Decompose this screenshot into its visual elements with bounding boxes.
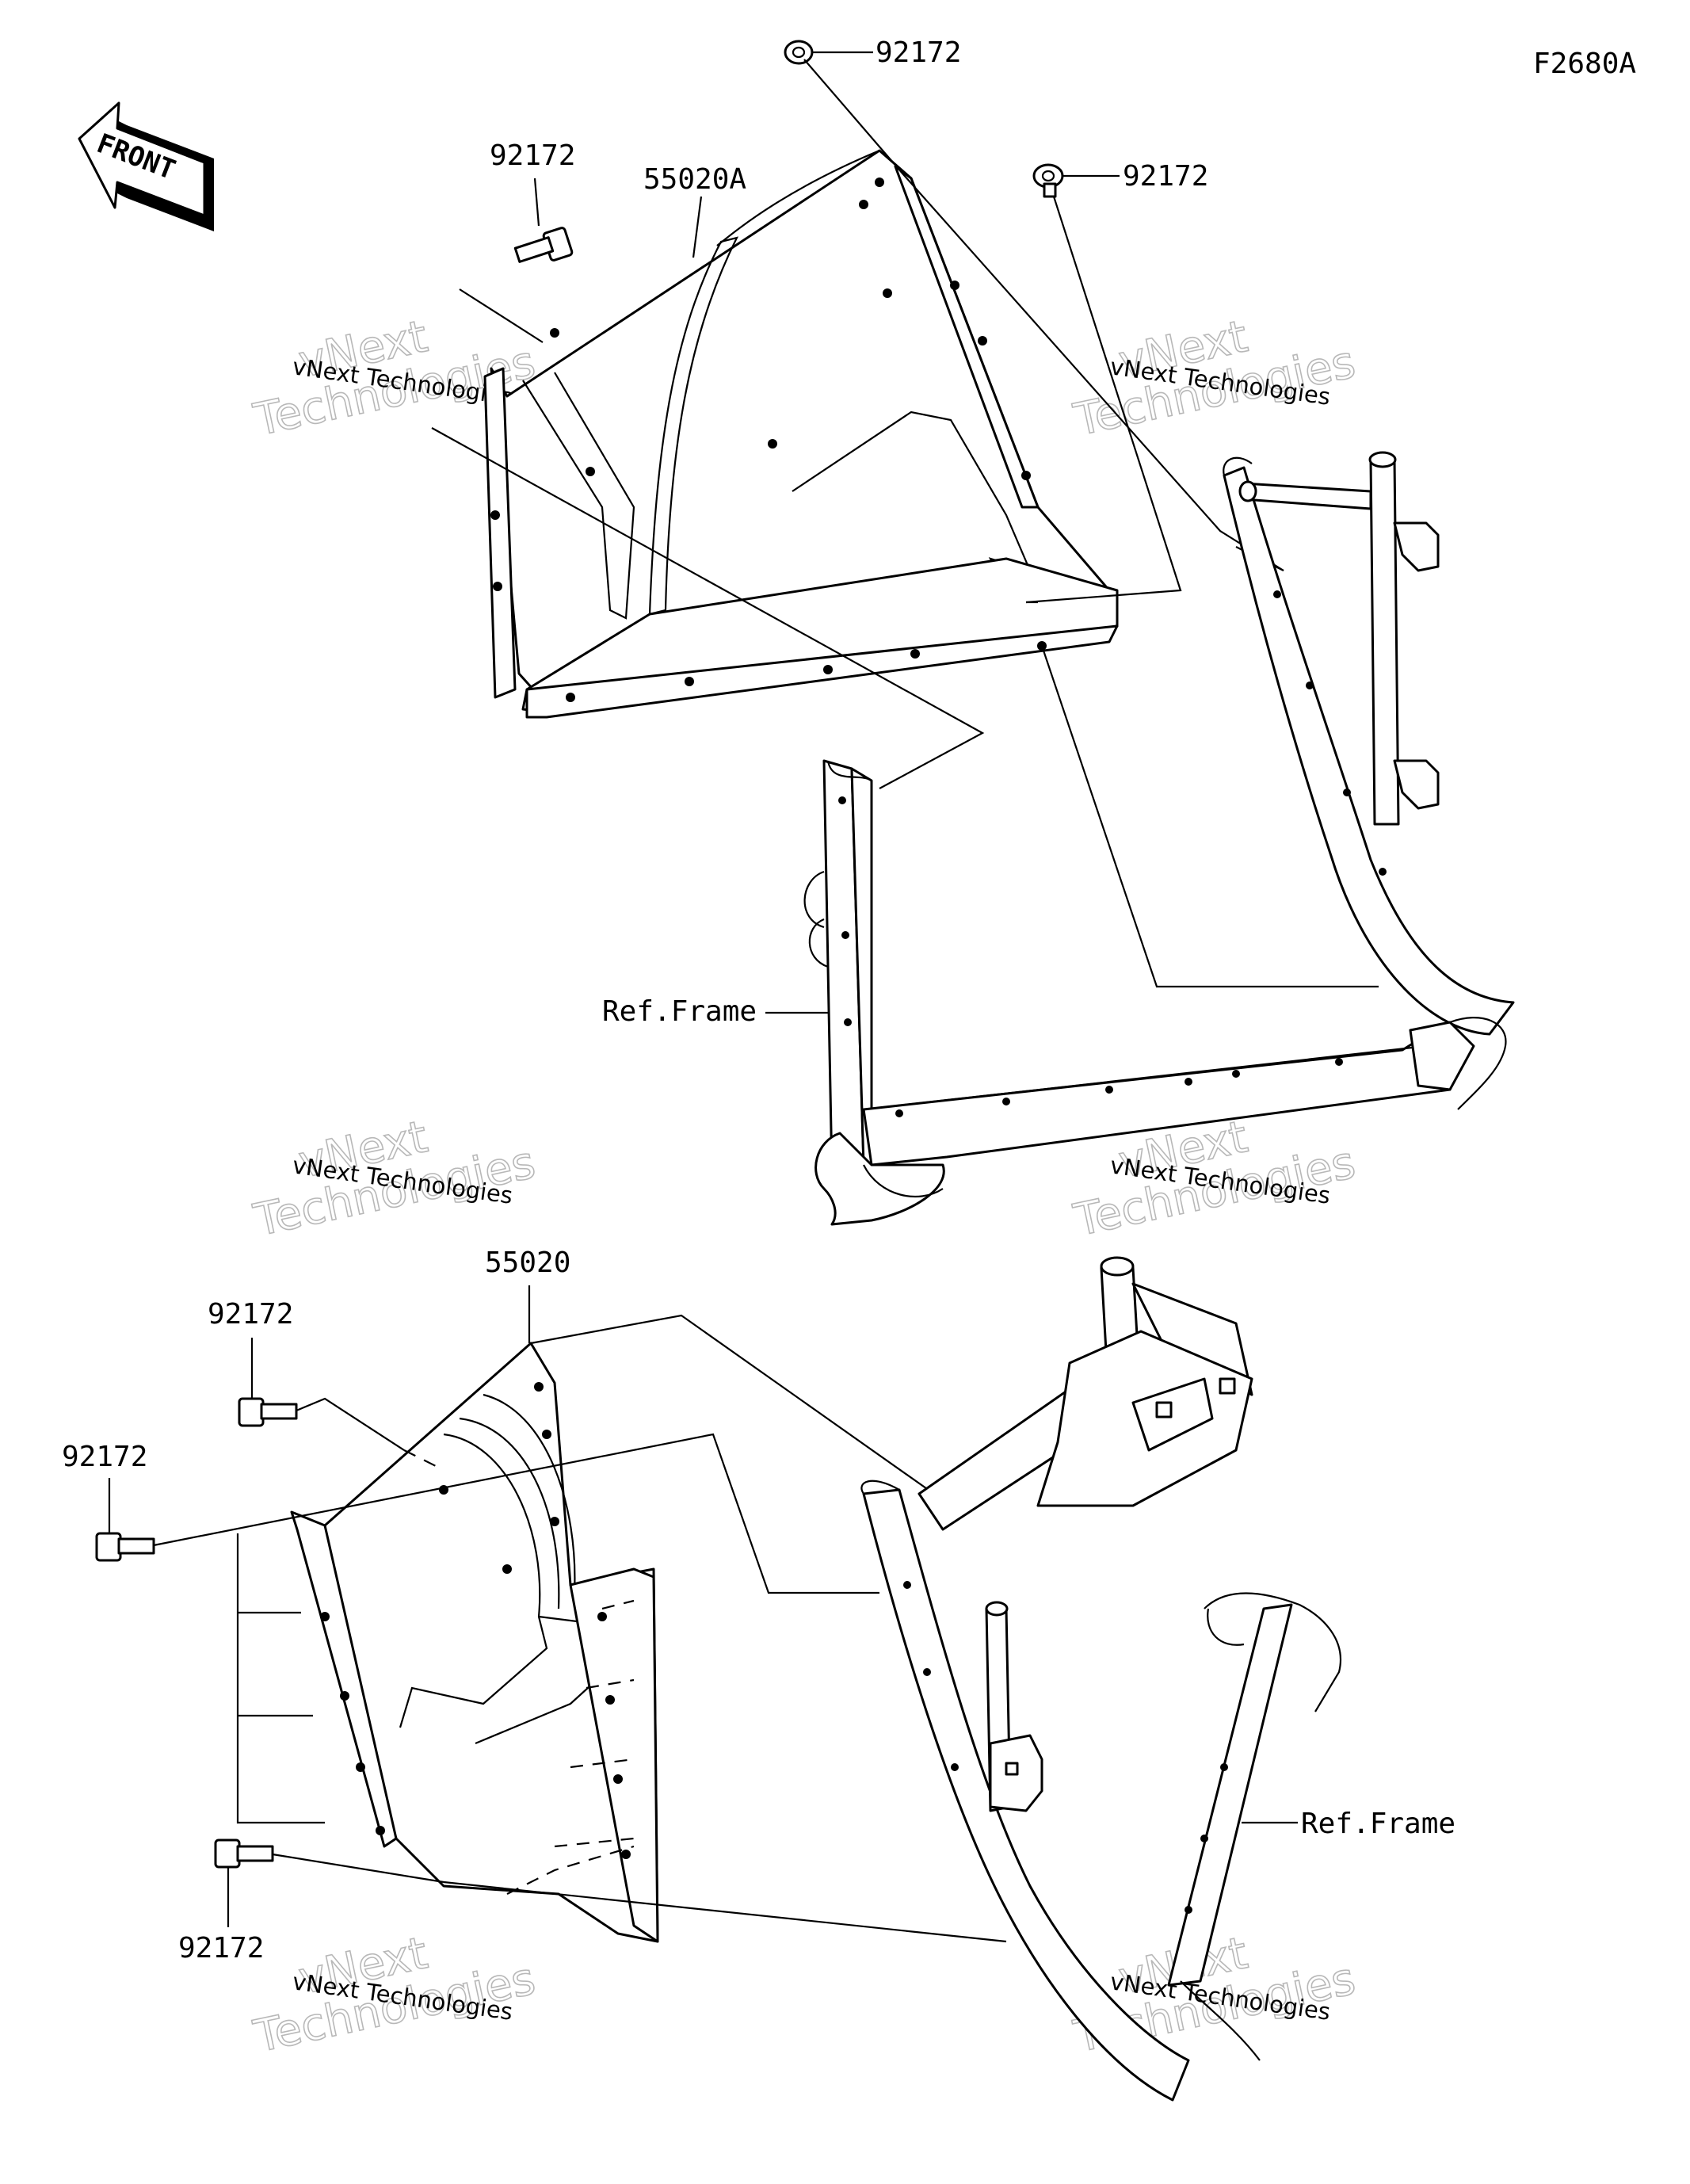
upper-panel-55020a bbox=[483, 149, 1119, 719]
bolt-top-center bbox=[784, 40, 814, 65]
leader-top-left bbox=[533, 178, 540, 227]
callout-bolt-lower-a: 92172 bbox=[208, 1298, 293, 1331]
bolt-top-right bbox=[1032, 163, 1064, 198]
diagram-id: F2680A bbox=[1533, 48, 1636, 80]
lower-ref-frame bbox=[860, 1256, 1341, 2102]
leader-upper-panel bbox=[692, 196, 703, 258]
callout-bolt-top-right: 92172 bbox=[1123, 160, 1208, 193]
callout-lower-panel: 55020 bbox=[485, 1247, 570, 1279]
callout-bolt-top-center: 92172 bbox=[876, 36, 961, 69]
upper-ref-frame bbox=[803, 451, 1515, 1226]
bolt-lower-a bbox=[238, 1397, 298, 1427]
callout-bolt-lower-c: 92172 bbox=[178, 1932, 264, 1964]
callout-bolt-top-left: 92172 bbox=[490, 139, 575, 172]
lower-panel-55020 bbox=[290, 1342, 659, 1943]
lower-leader-lines bbox=[153, 1314, 1007, 1943]
callout-ref-frame-lower: Ref.Frame bbox=[1301, 1808, 1455, 1840]
bolt-lower-c bbox=[214, 1838, 274, 1869]
upper-panel-holes bbox=[490, 178, 1047, 702]
callout-ref-frame-upper: Ref.Frame bbox=[602, 995, 757, 1028]
bolt-lower-b bbox=[95, 1532, 155, 1562]
bolt-top-left bbox=[513, 227, 574, 263]
callout-upper-panel: 55020A bbox=[643, 163, 746, 196]
callout-bolt-lower-b: 92172 bbox=[62, 1441, 147, 1473]
front-arrow-icon: FRONT bbox=[78, 101, 214, 231]
